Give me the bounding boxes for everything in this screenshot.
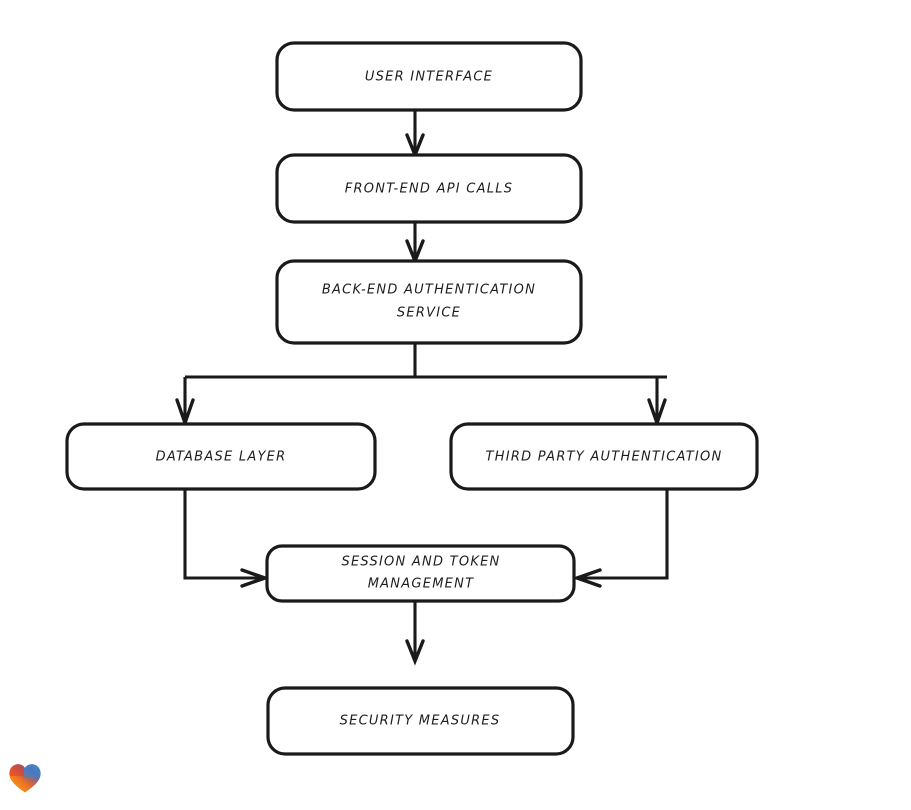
node-session-token-mgmt-label-line2: MANAGEMENT xyxy=(368,577,475,592)
edge-third-party-auth-to-session-token-mgmt xyxy=(571,489,669,588)
node-session-token-mgmt-shape xyxy=(265,544,576,603)
edge-session-token-mgmt-to-security-measures xyxy=(405,601,425,666)
node-third-party-auth[interactable]: THIRD PARTY AUTHENTICATION xyxy=(449,422,759,491)
node-third-party-auth-label: THIRD PARTY AUTHENTICATION xyxy=(486,450,723,465)
node-database-layer-shape xyxy=(65,422,377,491)
node-front-end-api-calls-shape xyxy=(275,153,583,224)
node-back-end-auth-service-label-line1: BACK-END AUTHENTICATION xyxy=(322,283,536,298)
edge-database-layer-to-session-token-mgmt xyxy=(183,489,271,588)
node-security-measures-shape xyxy=(266,686,575,756)
node-database-layer[interactable]: DATABASE LAYER xyxy=(65,422,377,491)
heart-icon xyxy=(9,764,41,793)
node-database-layer-label: DATABASE LAYER xyxy=(156,450,287,465)
node-back-end-auth-service-shape xyxy=(275,259,583,345)
node-front-end-api-calls-label: FRONT-END API CALLS xyxy=(345,182,513,197)
node-session-token-mgmt-label-line1: SESSION AND TOKEN xyxy=(341,555,500,570)
node-user-interface-label: USER INTERFACE xyxy=(365,70,493,85)
node-third-party-auth-shape xyxy=(449,422,759,491)
node-front-end-api-calls[interactable]: FRONT-END API CALLS xyxy=(275,153,583,224)
node-session-token-mgmt[interactable]: SESSION AND TOKEN MANAGEMENT xyxy=(265,544,576,603)
edge-front-end-api-calls-to-back-end-auth-service xyxy=(405,222,425,266)
connectors-layer xyxy=(175,110,669,666)
node-user-interface[interactable]: USER INTERFACE xyxy=(275,41,583,112)
node-security-measures[interactable]: SECURITY MEASURES xyxy=(266,686,575,756)
edge-user-interface-to-front-end-api-calls xyxy=(405,110,425,160)
node-back-end-auth-service[interactable]: BACK-END AUTHENTICATION SERVICE xyxy=(275,259,583,345)
edge-back-end-auth-service-branch xyxy=(175,343,667,429)
node-user-interface-shape xyxy=(275,41,583,112)
node-security-measures-label: SECURITY MEASURES xyxy=(340,714,501,729)
node-back-end-auth-service-label-line2: SERVICE xyxy=(397,306,461,321)
